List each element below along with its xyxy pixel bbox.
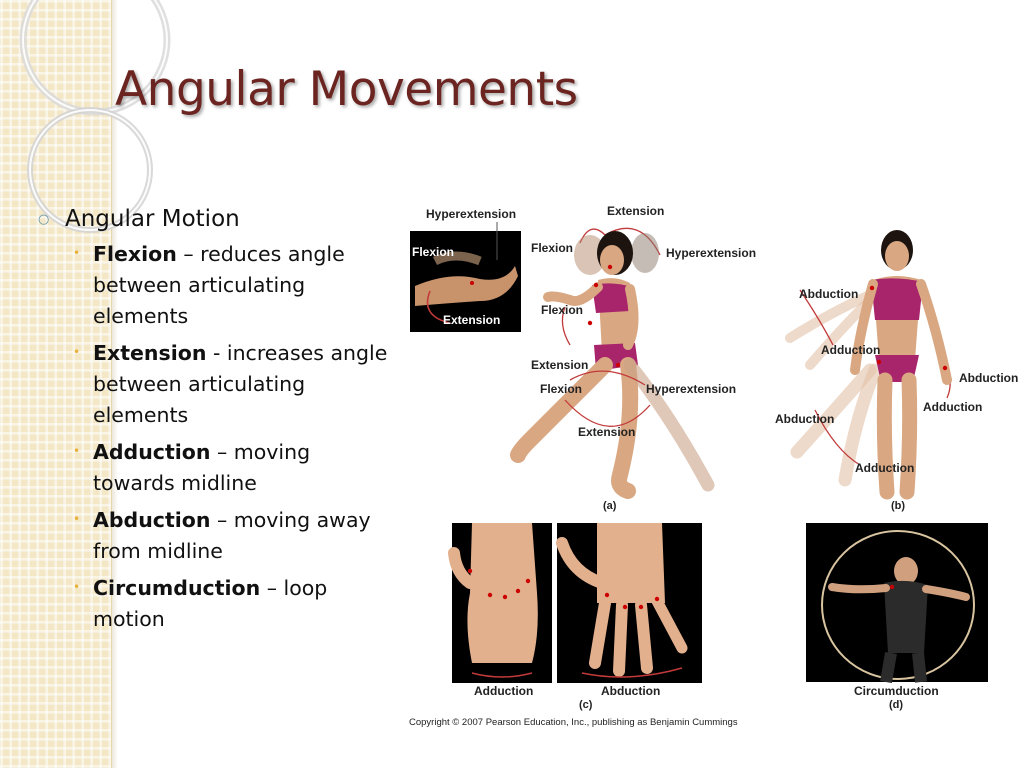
caption-c: (c) xyxy=(579,699,593,711)
copyright-notice: Copyright © 2007 Pearson Education, Inc.… xyxy=(409,717,738,728)
ring-bullet-icon: ○ xyxy=(38,212,50,227)
hand-adduction-photo xyxy=(448,523,552,683)
hand-abduction-photo xyxy=(556,523,702,683)
bullet-level1: ○ Angular Motion xyxy=(38,203,398,236)
adduction-bottom-label: Adduction xyxy=(855,461,915,475)
definition: – reduces angle between articulating ele… xyxy=(93,242,345,328)
hyperextension-pointer xyxy=(496,222,498,260)
head-hyperextension-label: Hyperextension xyxy=(666,246,757,260)
decorative-strip xyxy=(0,0,112,768)
caption-a: (a) xyxy=(603,500,617,512)
movement-list: • Flexion – reduces angle between articul… xyxy=(71,239,398,635)
abduction-lower-left-label: Abduction xyxy=(775,412,835,426)
dot-bullet-icon: • xyxy=(73,444,81,458)
hand-abduction-label: Abduction xyxy=(601,684,661,698)
leg-extension-label: Extension xyxy=(578,425,636,439)
head-extension-label: Extension xyxy=(607,204,665,218)
inset-extension-label: Extension xyxy=(443,313,501,327)
decorative-rings xyxy=(19,0,171,233)
term: Extension xyxy=(93,341,207,365)
definition: - increases angle between articulating e… xyxy=(93,341,388,427)
slide-title: Angular Movements xyxy=(115,62,578,117)
term: Flexion xyxy=(93,242,177,266)
arm-flexion-label: Flexion xyxy=(541,303,584,317)
bullet-angular-motion: Angular Motion xyxy=(65,206,240,232)
definition: – moving towards midline xyxy=(93,440,311,495)
hand-abduction-illustration xyxy=(556,523,688,678)
circumduction-illustration xyxy=(821,530,975,684)
dot-bullet-icon: • xyxy=(73,345,81,359)
definition: – loop motion xyxy=(93,576,328,631)
head-flexion-label: Flexion xyxy=(531,241,574,255)
adduction-right-label: Adduction xyxy=(923,400,983,414)
abduction-upper-left-label: Abduction xyxy=(799,287,859,301)
dot-bullet-icon: • xyxy=(73,246,81,260)
wrist-illustration xyxy=(415,251,518,324)
list-item-abduction: • Abduction – moving away from midline xyxy=(71,505,398,567)
abduction-right-label: Abduction xyxy=(959,371,1019,385)
caption-d: (d) xyxy=(889,699,904,711)
dot-bullet-icon: • xyxy=(73,512,81,526)
hand-adduction-illustration xyxy=(448,523,538,678)
hand-adduction-label: Adduction xyxy=(474,684,534,698)
standing-figure xyxy=(785,230,952,500)
term: Abduction xyxy=(93,508,211,532)
arm-extension-label: Extension xyxy=(531,358,589,372)
circumduction-photo xyxy=(806,523,988,684)
caption-b: (b) xyxy=(891,500,906,512)
hyperextension-top-label: Hyperextension xyxy=(426,207,517,221)
inset-flexion-label: Flexion xyxy=(412,245,455,259)
dot-bullet-icon: • xyxy=(73,580,81,594)
list-item-extension: • Extension - increases angle between art… xyxy=(71,338,398,431)
list-item-adduction: • Adduction – moving towards midline xyxy=(71,437,398,499)
list-item-circumduction: • Circumduction – loop motion xyxy=(71,573,398,635)
leg-hyperextension-label: Hyperextension xyxy=(646,382,737,396)
term: Circumduction xyxy=(93,576,261,600)
wrist-inset-photo: Flexion Extension xyxy=(410,231,521,332)
definition: – moving away from midline xyxy=(93,508,371,563)
adduction-mid-label: Adduction xyxy=(821,343,881,357)
bullet-content: ○ Angular Motion • Flexion – reduces angl… xyxy=(38,203,398,641)
leg-flexion-label: Flexion xyxy=(540,382,583,396)
circumduction-label: Circumduction xyxy=(854,684,939,698)
strip-shadow xyxy=(112,0,118,768)
list-item-flexion: • Flexion – reduces angle between articul… xyxy=(71,239,398,332)
term: Adduction xyxy=(93,440,211,464)
walking-figure xyxy=(510,227,715,499)
